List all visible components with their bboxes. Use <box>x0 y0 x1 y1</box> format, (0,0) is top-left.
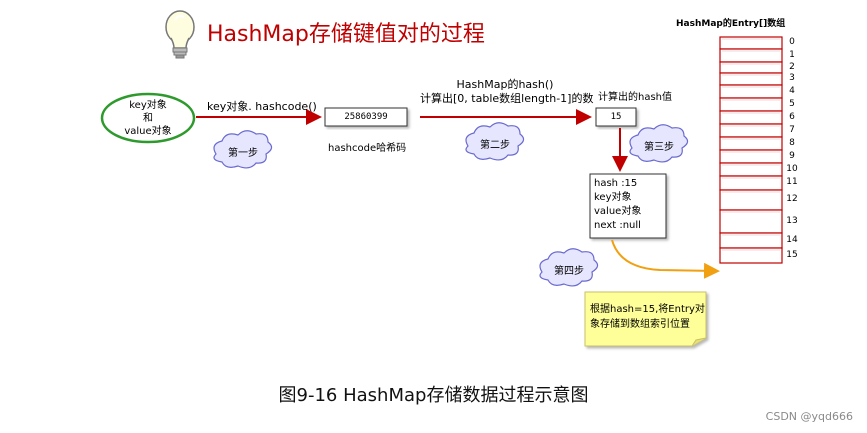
array-index-label: 8 <box>789 137 795 148</box>
hashcode-call-label: key对象. hashcode() <box>207 100 317 113</box>
array-index-label: 3 <box>789 73 795 83</box>
entry-hash: hash :15 <box>594 178 638 189</box>
hash-value-box <box>595 107 637 127</box>
array-index-label: 5 <box>789 98 795 109</box>
hash-value: 15 <box>610 112 622 122</box>
note-shape <box>584 291 707 347</box>
entry-box <box>589 173 667 239</box>
lightbulb-icon <box>165 10 195 59</box>
entry-array <box>719 36 783 264</box>
array-cell <box>719 61 783 74</box>
step-label-3: 第三步 <box>644 142 674 153</box>
array-index-label: 15 <box>786 249 798 260</box>
step-label-1: 第一步 <box>228 148 258 159</box>
array-index-label: 13 <box>786 215 798 226</box>
entry-fields: hash :15 key对象 value对象 next :null <box>594 177 641 233</box>
array-index-label: 10 <box>786 163 798 174</box>
key-value-line3: value对象 <box>124 126 172 137</box>
page-title: HashMap存储键值对的过程 <box>207 22 485 47</box>
cloud-step4 <box>539 248 599 287</box>
hashcode-caption: hashcode哈希码 <box>328 143 407 154</box>
key-value-line2: 和 <box>143 113 153 124</box>
cloud-step2 <box>465 122 525 161</box>
array-title: HashMap的Entry[]数组 <box>676 19 786 29</box>
note-text: 根据hash=15,将Entry对 象存储到数组索引位置 <box>590 302 705 332</box>
array-index-label: 12 <box>786 194 798 204</box>
array-index-label: 0 <box>789 37 795 47</box>
hash-func-line2: 计算出[0, table数组length-1]的数 <box>420 92 594 105</box>
hashcode-box <box>324 107 408 127</box>
array-cell <box>719 209 783 234</box>
array-index-label: 4 <box>789 85 795 96</box>
key-value-ellipse <box>100 92 196 144</box>
array-index-label: 6 <box>789 111 795 122</box>
hash-func-line1: HashMap的hash() <box>456 78 554 91</box>
array-index-label: 9 <box>789 150 795 161</box>
entry-value: value对象 <box>594 206 642 217</box>
hash-func-label: HashMap的hash() 计算出[0, table数组length-1]的数 <box>420 78 594 106</box>
key-value-line1: key对象 <box>129 100 167 111</box>
array-cell <box>719 247 783 264</box>
cloud-step1 <box>213 130 273 169</box>
array-index-label: 11 <box>786 177 798 187</box>
note-line1: 根据hash=15,将Entry对 <box>590 304 705 315</box>
entry-key: key对象 <box>594 192 632 203</box>
hashcode-value: 25860399 <box>344 112 388 122</box>
array-index-label: 14 <box>786 234 798 245</box>
arrow-store-entry <box>611 239 720 279</box>
cloud-step3 <box>629 124 689 163</box>
watermark: CSDN @yqd666 <box>765 410 853 423</box>
array-index-label: 7 <box>789 124 795 135</box>
note-line2: 象存储到数组索引位置 <box>590 319 690 330</box>
key-value-label: key对象 和 value对象 <box>110 99 186 138</box>
hash-result-label: 计算出的hash值 <box>598 92 673 103</box>
array-index-label: 2 <box>789 61 795 72</box>
step-label-4: 第四步 <box>554 266 584 277</box>
array-cell <box>719 189 783 211</box>
array-index-label: 1 <box>789 49 795 60</box>
step-label-2: 第二步 <box>480 140 510 151</box>
figure-caption: 图9-16 HashMap存储数据过程示意图 <box>278 385 589 406</box>
entry-next: next :null <box>594 220 641 231</box>
